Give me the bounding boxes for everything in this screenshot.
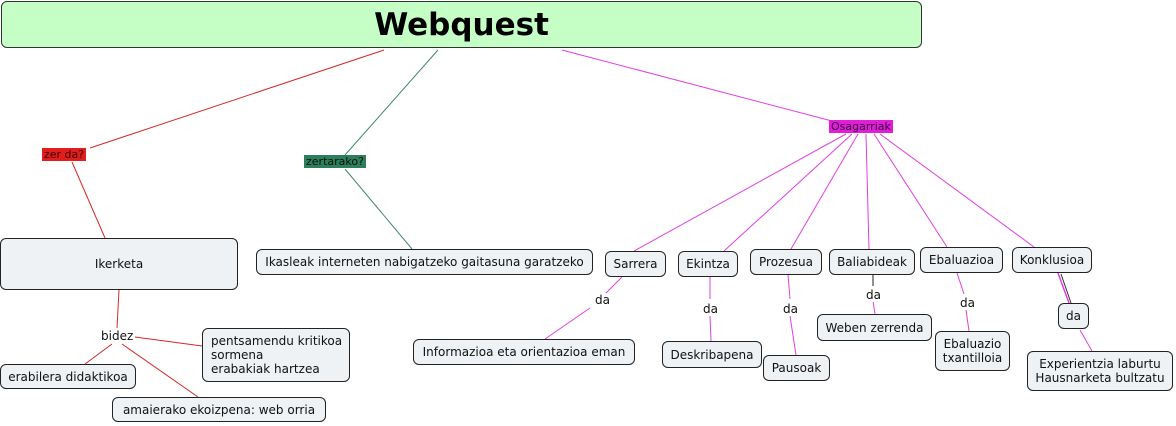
edge-bidez-erabilera xyxy=(84,343,113,365)
edge-da-weben xyxy=(872,300,876,315)
edge-osagarriak-ebaluazioa xyxy=(873,133,948,248)
node-pausoak[interactable]: Pausoak xyxy=(763,355,830,381)
node-deskribapena[interactable]: Deskribapena xyxy=(662,341,762,368)
edge-da-deskribapena xyxy=(709,315,712,342)
link-da-prozesua: da xyxy=(782,302,799,316)
node-ebaluazioa[interactable]: Ebaluazioa xyxy=(920,247,1003,273)
link-da-konklusioa[interactable]: da xyxy=(1058,303,1089,329)
edge-da-experientzia xyxy=(1079,329,1093,352)
edge-bidez-pentsamendu xyxy=(134,336,203,347)
node-informazioa[interactable]: Informazioa eta orientazioa eman xyxy=(413,339,635,365)
edge-ebaluazioa-da xyxy=(956,272,965,295)
edge-osagarriak-ekintza xyxy=(723,133,853,252)
edge-root-zertarako xyxy=(344,49,439,156)
edge-osagarriak-sarrera xyxy=(633,133,847,252)
branch-label-zer-da[interactable]: zer da? xyxy=(42,148,87,161)
edge-konklusioa-da xyxy=(1057,272,1070,304)
edge-da-informazioa xyxy=(544,307,591,340)
edge-bidez-amaierako xyxy=(121,343,199,398)
node-weben-zerrenda[interactable]: Weben zerrenda xyxy=(817,314,932,341)
edge-zer-da-ikerketa xyxy=(71,161,106,239)
node-experientzia[interactable]: Experientzia laburtu Hausnarketa bultzat… xyxy=(1027,351,1173,391)
node-erabilera-didaktikoa[interactable]: erabilera didaktikoa xyxy=(0,364,136,389)
node-experientzia-line1: Experientzia laburtu xyxy=(1039,357,1161,371)
node-amaierako-ekoizpena[interactable]: amaierako ekoizpena: web orria xyxy=(112,397,326,422)
edge-osagarriak-konklusioa xyxy=(879,133,1035,248)
link-da-ekintza: da xyxy=(702,302,719,316)
link-da-ebaluazioa: da xyxy=(959,296,976,310)
node-baliabideak[interactable]: Baliabideak xyxy=(829,249,915,275)
node-ebaluazio-line2: txantilloia xyxy=(942,351,1003,365)
edge-prozesua-da xyxy=(787,274,791,300)
node-ikasleak[interactable]: Ikasleak interneten nabigatzeko gaitasun… xyxy=(256,249,593,275)
link-da-baliabideak: da xyxy=(865,288,882,302)
node-ebaluazio-line1: Ebaluazio xyxy=(943,337,1002,351)
edge-root-osagarriak xyxy=(561,49,833,122)
edge-sarrera-da xyxy=(604,276,623,295)
node-pentsamendu[interactable]: pentsamendu kritikoa sormena erabakiak h… xyxy=(202,328,350,382)
node-pentsamendu-line2: sormena xyxy=(211,348,264,362)
edge-root-zer-da xyxy=(89,49,385,149)
node-prozesua[interactable]: Prozesua xyxy=(750,249,822,275)
edge-zertarako-ikasleak xyxy=(344,168,413,250)
root-title[interactable]: Webquest xyxy=(1,1,922,48)
node-experientzia-line2: Hausnarketa bultzatu xyxy=(1035,371,1165,385)
node-konklusioa[interactable]: Konklusioa xyxy=(1012,247,1092,273)
edge-konklusioa-da-dark xyxy=(1060,273,1072,304)
branch-label-osagarriak[interactable]: Osagarriak xyxy=(829,120,893,133)
edge-da-pausoak xyxy=(789,315,797,356)
edge-osagarriak-baliabideak xyxy=(865,133,870,250)
branch-label-zertarako[interactable]: zertarako? xyxy=(304,155,366,168)
link-da-sarrera: da xyxy=(594,293,611,307)
node-pentsamendu-line3: erabakiak hartzea xyxy=(211,362,320,376)
node-ekintza[interactable]: Ekintza xyxy=(678,251,738,277)
node-ebaluazio-txantilloia[interactable]: Ebaluazio txantilloia xyxy=(935,331,1010,371)
edge-osagarriak-prozesua xyxy=(790,133,859,250)
edge-ikerketa-bidez xyxy=(116,289,120,329)
node-pentsamendu-line1: pentsamendu kritikoa xyxy=(211,334,343,348)
node-sarrera[interactable]: Sarrera xyxy=(605,251,666,277)
node-ikerketa[interactable]: Ikerketa xyxy=(0,238,238,290)
link-bidez: bidez xyxy=(100,329,135,343)
edge-da-ebaluazio xyxy=(965,309,970,332)
